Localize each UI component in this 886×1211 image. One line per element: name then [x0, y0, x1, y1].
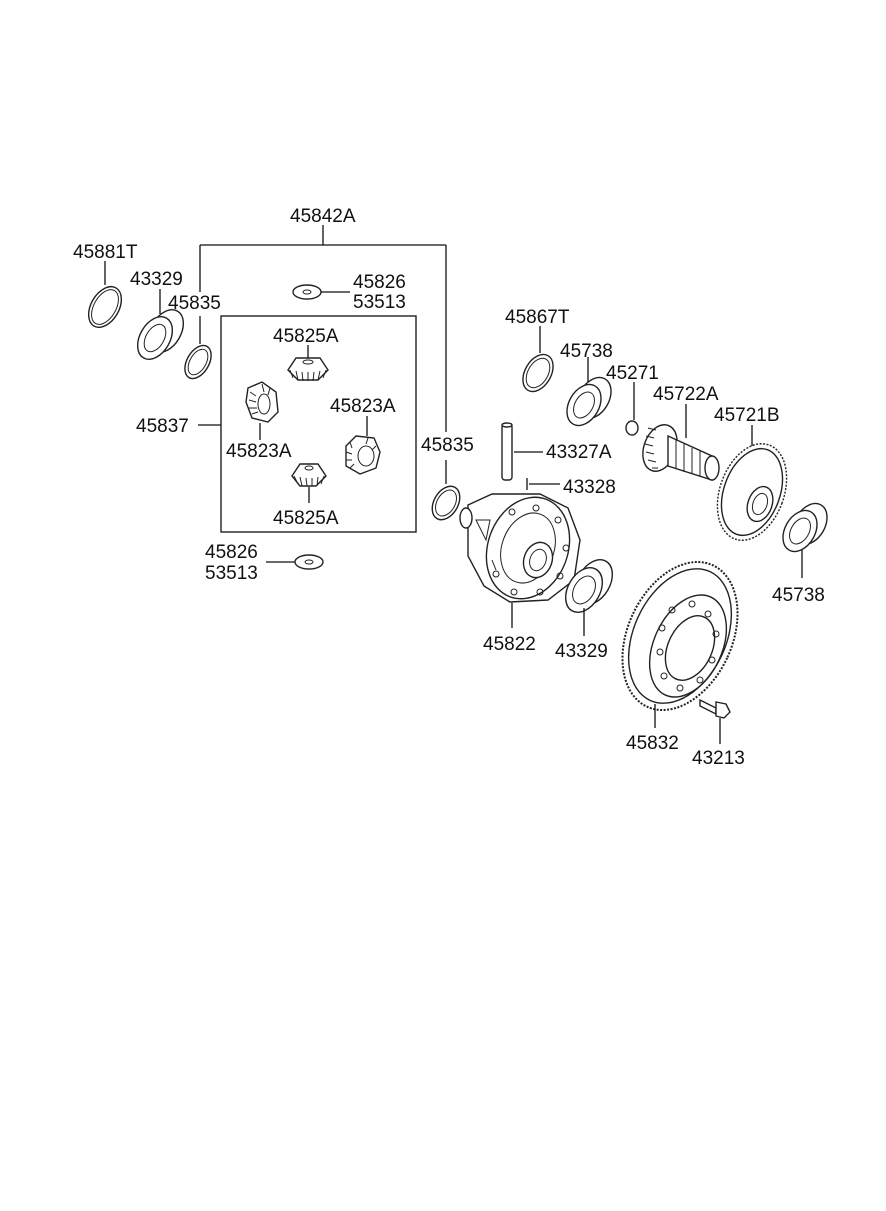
washer-bottom	[294, 554, 324, 570]
label-washer-top-1: 45826	[353, 272, 406, 293]
label-washer-top-2: 53513	[353, 292, 406, 313]
label-washer-left: 45835	[168, 293, 221, 314]
label-assembly: 45842A	[290, 206, 356, 227]
side-gear-right	[345, 435, 381, 475]
washer-top	[292, 284, 322, 300]
label-bolt: 43213	[692, 748, 745, 769]
pinion-top	[287, 357, 329, 382]
label-ring-left: 45881T	[73, 242, 138, 263]
label-side-gear-right: 45823A	[330, 396, 396, 417]
bearing-left	[136, 309, 185, 360]
pinion-shaft	[501, 422, 513, 481]
label-pin: 43328	[563, 477, 616, 498]
label-ball: 45271	[606, 363, 659, 384]
assembly-bracket	[199, 225, 447, 432]
driven-gear	[716, 443, 788, 541]
label-pinion-bottom: 45825A	[273, 508, 339, 529]
bearing-case	[564, 559, 614, 613]
label-bearing-mid: 45738	[560, 341, 613, 362]
label-bearing-left: 43329	[130, 269, 183, 290]
bearing-mid	[566, 376, 612, 427]
label-shaft: 43327A	[546, 442, 612, 463]
label-bearing-right: 45738	[772, 585, 825, 606]
differential-case	[459, 493, 581, 603]
label-pinion-top: 45825A	[273, 326, 339, 347]
ring-gear	[621, 560, 739, 712]
label-ring-gear: 45832	[626, 733, 679, 754]
label-washer-right: 45835	[421, 435, 474, 456]
label-drive-gear: 45722A	[653, 384, 719, 405]
washer-right	[431, 485, 461, 521]
label-gear-set: 45837	[136, 416, 189, 437]
ball	[625, 420, 639, 436]
gear-set-box	[220, 315, 417, 533]
label-case: 45822	[483, 634, 536, 655]
snap-ring-left	[87, 286, 123, 328]
bearing-right	[782, 502, 828, 553]
drive-gear	[642, 424, 720, 481]
label-washer-bottom-1: 45826	[205, 542, 258, 563]
label-driven-gear: 45721B	[714, 405, 780, 426]
snap-ring-mid	[522, 353, 554, 393]
label-ring-mid: 45867T	[505, 307, 570, 328]
washer-left	[184, 344, 212, 380]
bolt	[699, 698, 731, 719]
label-side-gear-left: 45823A	[226, 441, 292, 462]
pinion-bottom	[291, 463, 327, 487]
label-washer-bottom-2: 53513	[205, 563, 258, 584]
label-bearing-case: 43329	[555, 641, 608, 662]
side-gear-left	[245, 381, 279, 423]
